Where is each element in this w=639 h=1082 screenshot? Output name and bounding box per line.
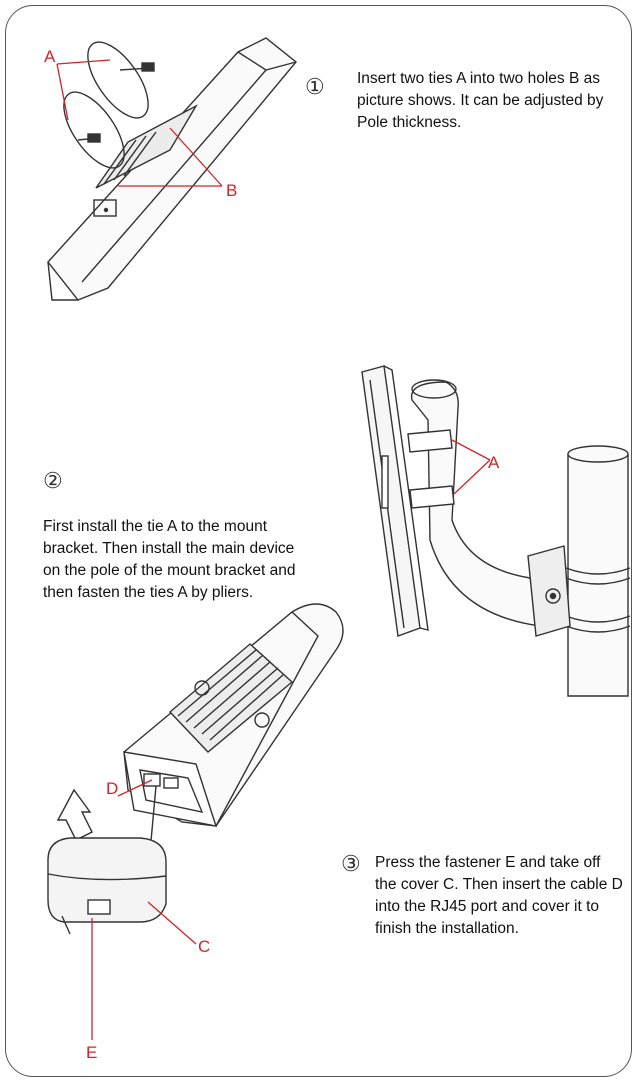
step-1-text: Insert two ties A into two holes B as pi… — [357, 70, 604, 131]
callout-a-1: A — [44, 47, 56, 66]
callout-b: B — [226, 181, 237, 200]
step-3-illustration — [47, 603, 344, 935]
callout-e: E — [86, 1043, 97, 1062]
step-3-text: Press the fastener E and take off the co… — [375, 854, 623, 937]
step-2-illustration — [361, 365, 631, 697]
manual-frame — [5, 5, 632, 1077]
step-2-text: First install the tie A to the mount bra… — [43, 518, 296, 601]
step-1-callouts — [56, 59, 223, 187]
step-1-illustration — [47, 37, 297, 301]
step-1-number: ① — [305, 74, 325, 99]
step-2-number: ② — [43, 468, 63, 493]
step-3-number: ③ — [341, 851, 361, 876]
callout-d: D — [106, 779, 118, 798]
callout-c: C — [198, 937, 210, 956]
step-3-callouts — [91, 779, 197, 1040]
callout-a-2: A — [488, 453, 500, 472]
step-2-callouts — [451, 439, 491, 495]
